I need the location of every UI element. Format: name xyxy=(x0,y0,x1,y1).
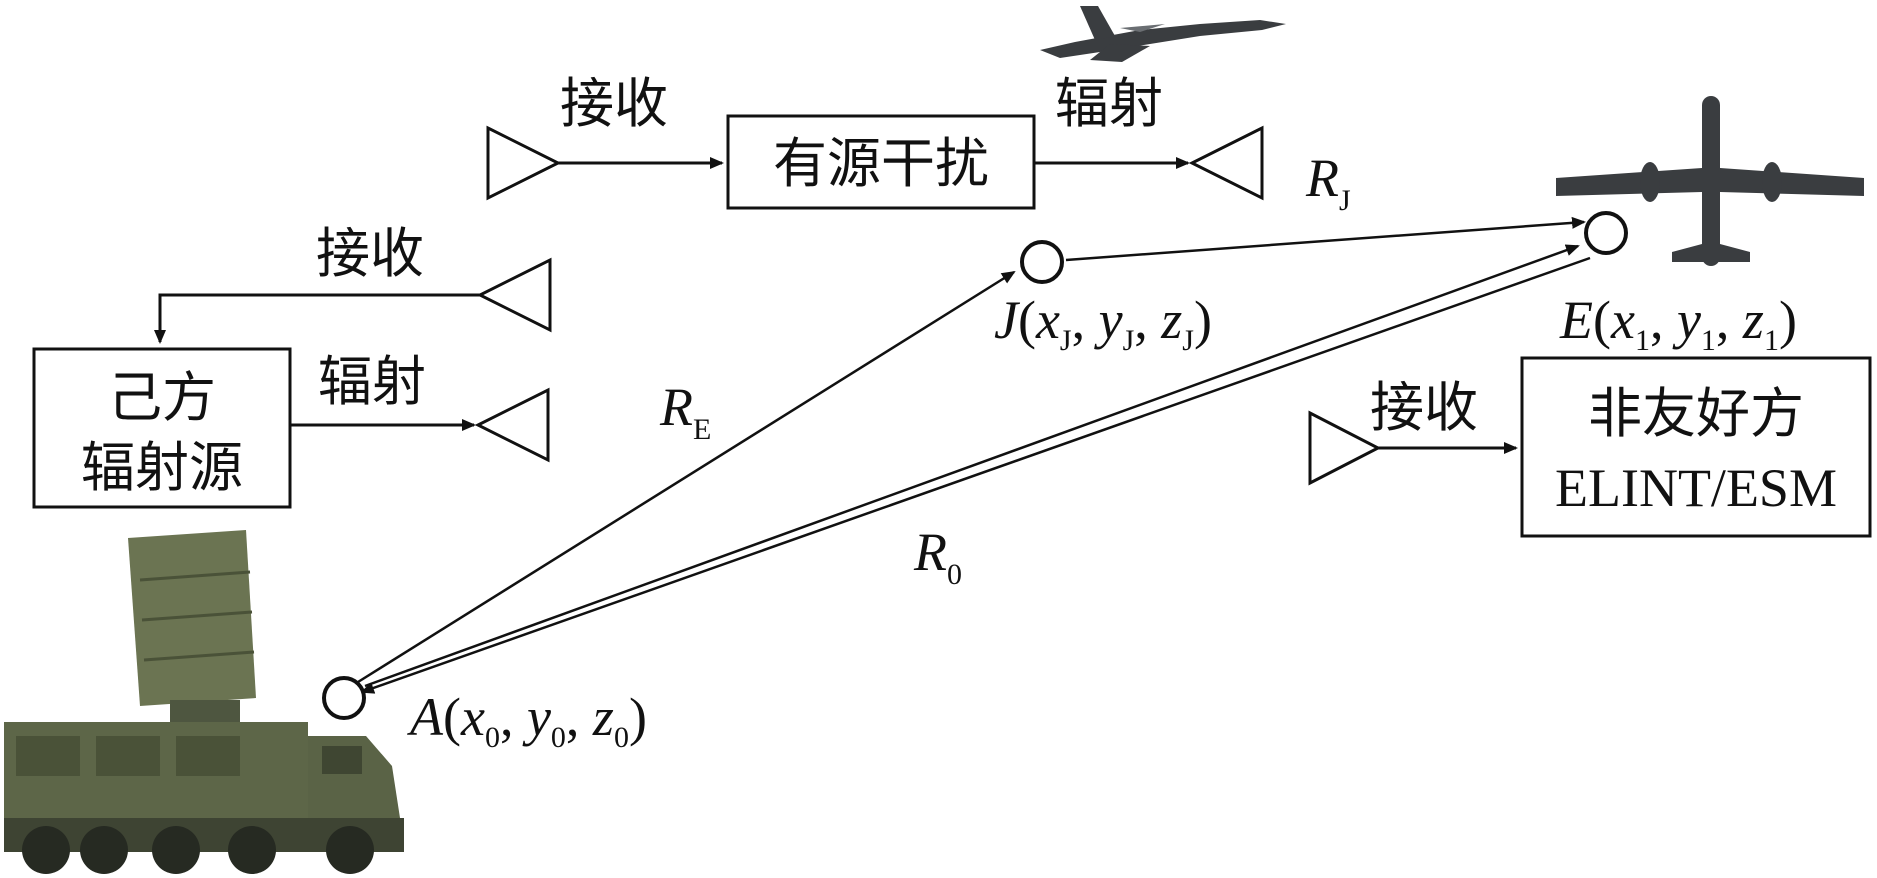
line-R-0-return xyxy=(360,256,1591,694)
jammer-chain: 接收 有源干扰 辐射 xyxy=(486,72,1264,210)
hostile-elint-group: 接收 非友好方 ELINT/ESM xyxy=(1308,356,1872,538)
fighter-jet-icon xyxy=(1040,6,1286,62)
radar-truck-icon xyxy=(4,530,404,874)
coord-label-E: E(x1, y1, z1) xyxy=(1559,290,1797,357)
label-R-J: RJ xyxy=(1305,148,1351,217)
own-emitter-line2: 辐射源 xyxy=(81,436,243,499)
geometry-lines xyxy=(357,216,1591,694)
hostile-line1: 非友好方 xyxy=(1588,382,1804,445)
own-emitter-box xyxy=(32,347,292,509)
node-J xyxy=(1020,240,1064,284)
hostile-elint-box xyxy=(1520,356,1872,538)
hostile-line2: ELINT/ESM xyxy=(1555,458,1837,518)
label-R-E: RE xyxy=(659,377,711,446)
line-R-E xyxy=(357,270,1016,684)
own-emitter-line1: 己方 xyxy=(108,366,216,429)
antenna-icon xyxy=(476,257,552,333)
jammer-radiate-label: 辐射 xyxy=(1055,72,1163,135)
surveillance-aircraft-icon xyxy=(1556,96,1864,266)
antenna-icon xyxy=(474,387,550,463)
label-R-0: R0 xyxy=(913,522,962,591)
antenna-icon xyxy=(1308,410,1382,486)
active-jamming-label: 有源干扰 xyxy=(773,132,989,195)
coord-label-J: J(xJ, yJ, zJ) xyxy=(994,290,1212,357)
node-E xyxy=(1584,211,1628,255)
own-receive-arrow xyxy=(154,293,480,344)
line-R-J xyxy=(1065,216,1586,262)
jammer-receive-label: 接收 xyxy=(560,72,668,135)
antenna-icon xyxy=(1188,125,1264,201)
antenna-icon xyxy=(486,125,562,201)
line-R-0-out xyxy=(364,244,1580,688)
coord-label-A: A(x0, y0, z0) xyxy=(407,687,647,754)
hostile-receive-label: 接收 xyxy=(1370,376,1478,439)
node-A xyxy=(322,676,366,720)
own-emitter-group: 接收 己方 辐射源 辐射 xyxy=(32,222,552,509)
own-receive-label: 接收 xyxy=(316,222,424,285)
own-radiate-label: 辐射 xyxy=(318,350,426,413)
